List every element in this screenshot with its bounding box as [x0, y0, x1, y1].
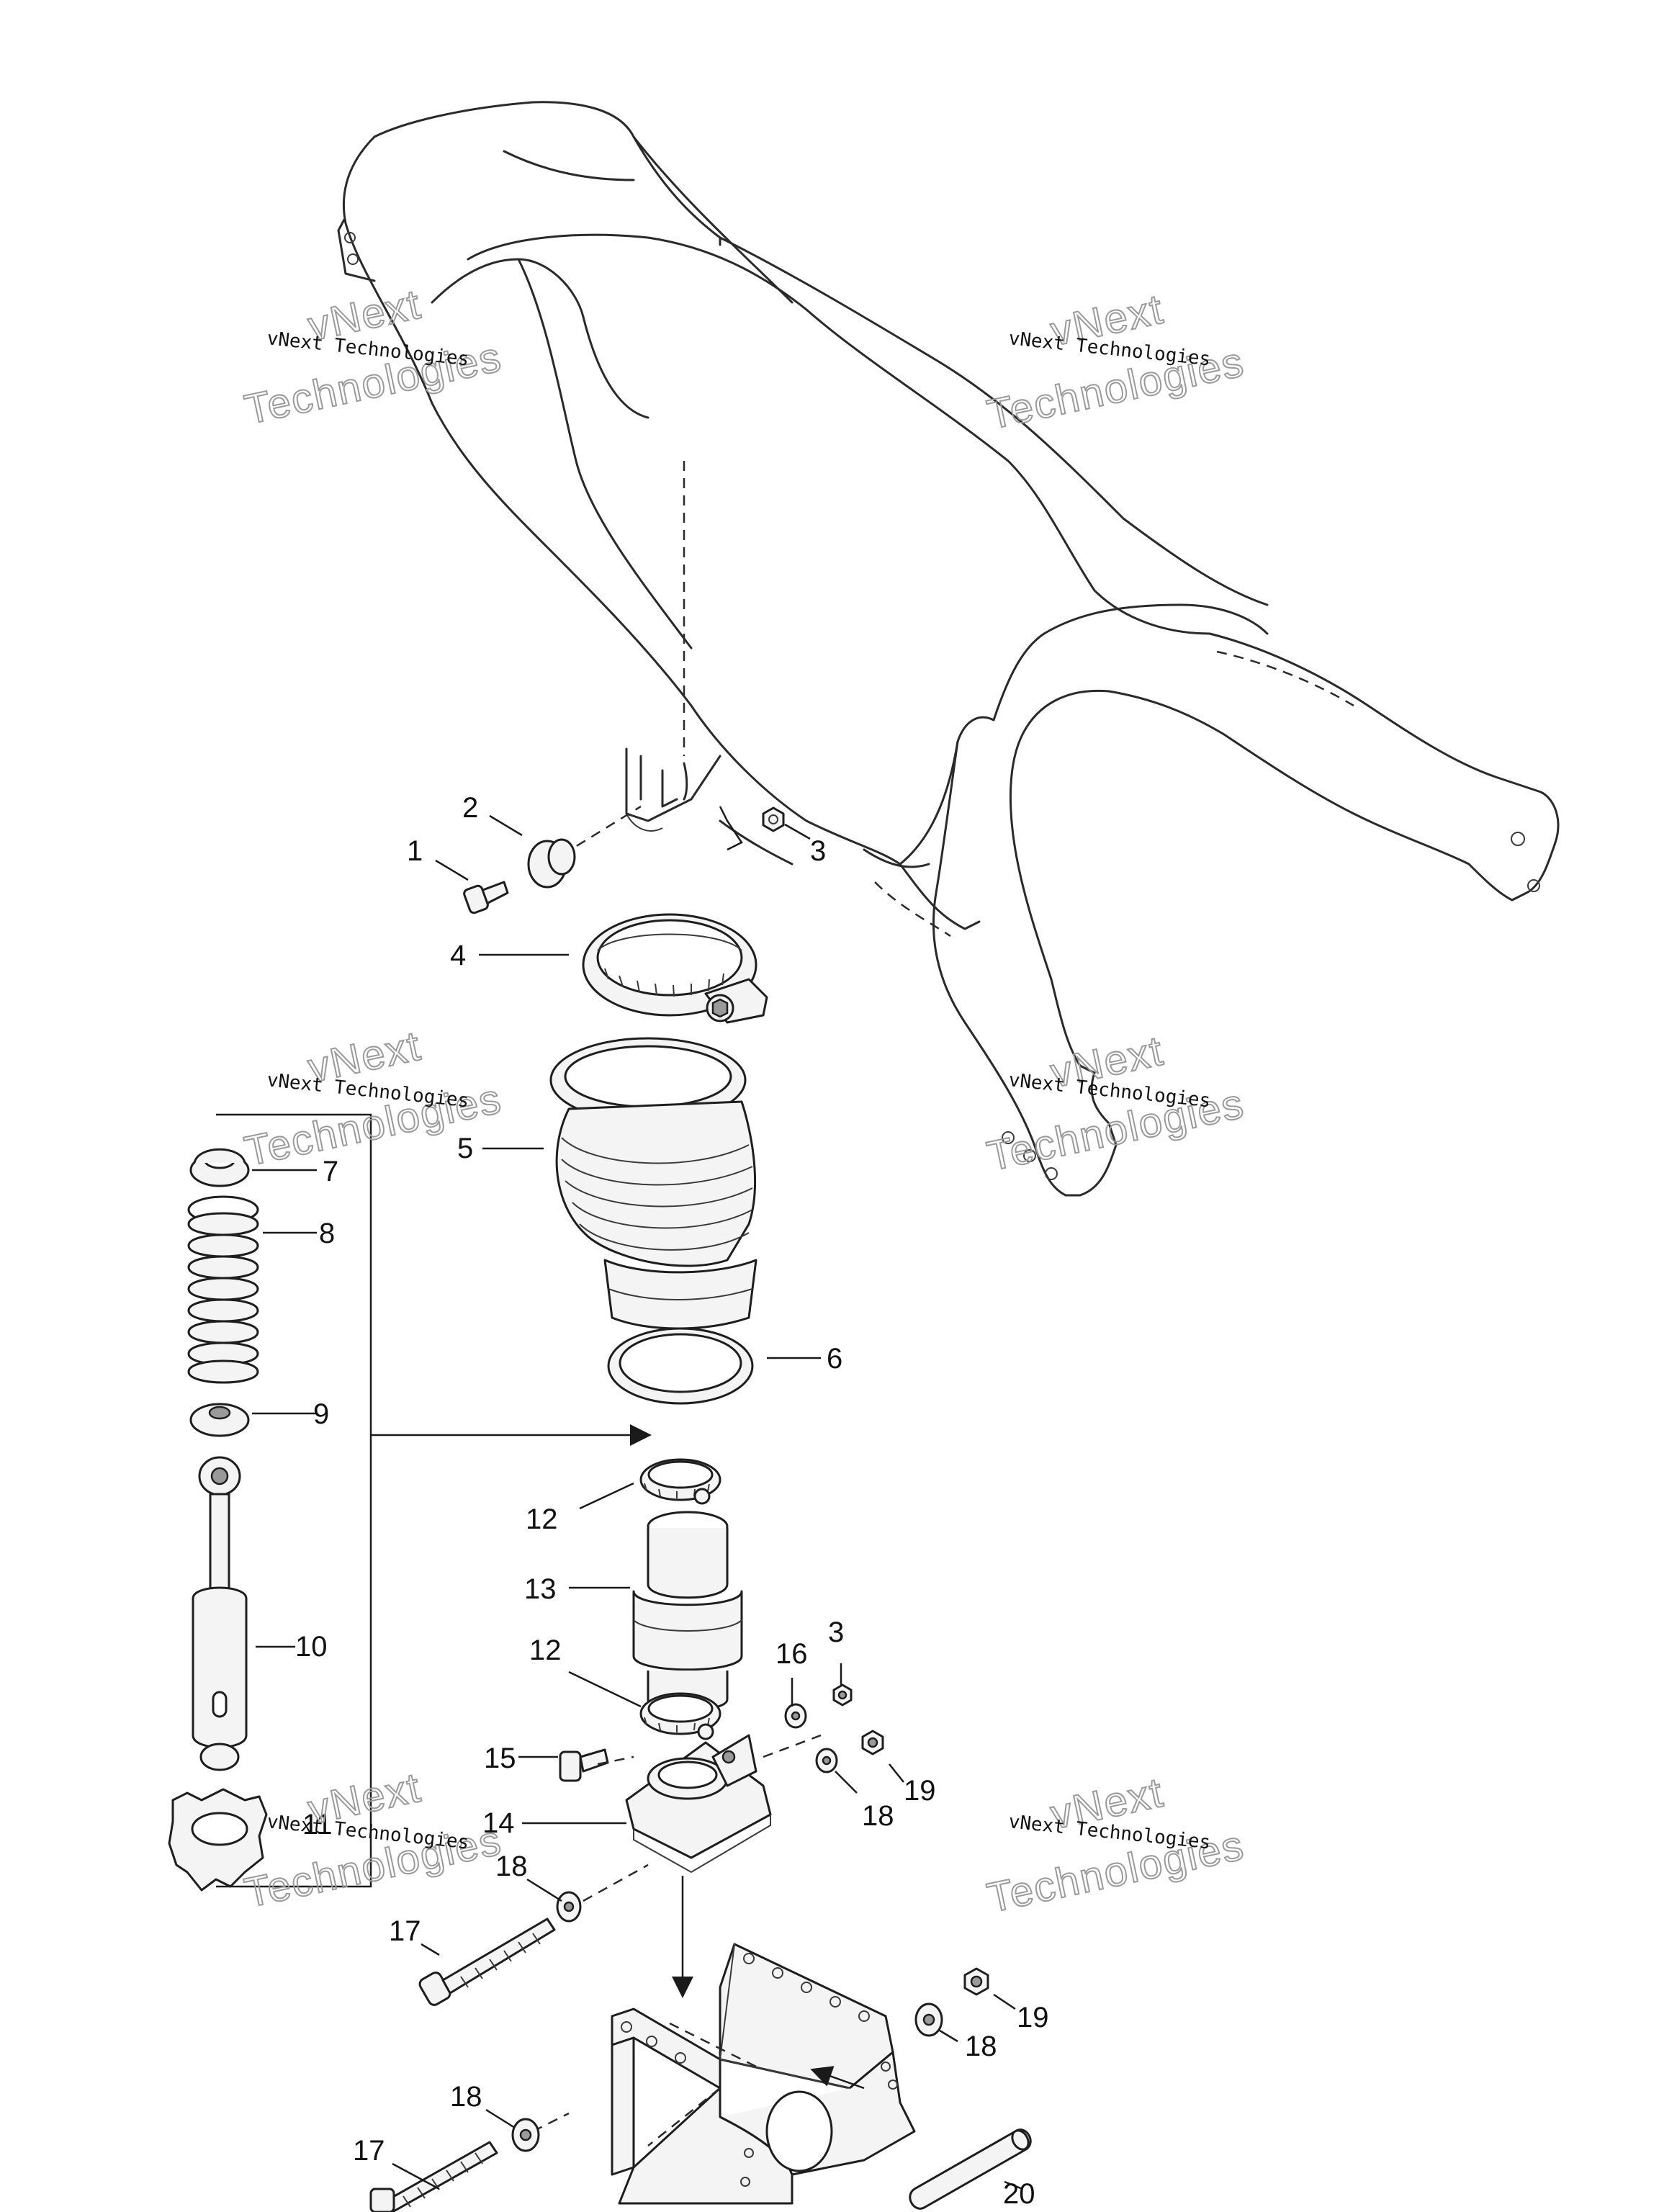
callout-19-right: 19	[1017, 2002, 1049, 2033]
spring-seat-9	[189, 1403, 250, 1437]
coupler-13	[632, 1511, 743, 1712]
callout-7: 7	[323, 1156, 338, 1187]
frame-assembly	[337, 101, 1560, 1197]
callout-14: 14	[482, 1807, 515, 1839]
callout-20: 20	[1003, 2178, 1035, 2210]
callout-19-mid: 19	[904, 1775, 936, 1807]
spring-seat-7	[189, 1148, 250, 1187]
mount-14	[625, 1734, 772, 1874]
washer-18-lower	[511, 2118, 540, 2152]
callout-18-lower: 18	[450, 2081, 482, 2113]
callout-5: 5	[457, 1133, 473, 1164]
nut-3-bottom	[832, 1683, 853, 1707]
callout-17-lower: 17	[353, 2135, 385, 2167]
callout-17-upper: 17	[389, 1915, 421, 1947]
callout-4: 4	[450, 940, 466, 971]
callout-2: 2	[462, 792, 478, 824]
nut-3-top	[762, 806, 785, 832]
washer-18-upper	[556, 1891, 582, 1923]
pin-20	[909, 2128, 1032, 2210]
nut-19-mid	[861, 1730, 884, 1755]
callout-9: 9	[313, 1398, 329, 1430]
callout-3-bottom: 3	[828, 1617, 844, 1648]
callout-6: 6	[827, 1343, 842, 1375]
bolt-15	[559, 1748, 609, 1782]
callout-1: 1	[407, 835, 423, 867]
bolt-17-lower	[369, 2141, 498, 2212]
callout-15: 15	[484, 1743, 516, 1774]
callout-12-top: 12	[526, 1503, 558, 1535]
callout-12-bottom: 12	[529, 1635, 562, 1666]
leader-lines	[252, 814, 1023, 2190]
callouts: 1 2 3 4 5 6 7 8 9 10 11 12 13 12 16 3 15…	[295, 792, 1049, 2210]
bolt-17-upper	[418, 1917, 556, 2006]
clamp-4	[582, 913, 768, 1024]
washer-16	[784, 1703, 807, 1729]
callout-13: 13	[524, 1573, 557, 1605]
callout-10: 10	[295, 1631, 328, 1663]
clamp-12-bottom	[639, 1692, 721, 1740]
shock-absorber-10	[192, 1456, 248, 1771]
washer-18-right	[914, 2002, 943, 2037]
callout-18-upper: 18	[495, 1851, 528, 1882]
adjuster-11	[168, 1788, 268, 1892]
callout-18-mid: 18	[862, 1800, 894, 1832]
bushing-2	[527, 838, 576, 889]
callout-16: 16	[775, 1638, 808, 1670]
bolt-1	[463, 881, 509, 914]
clamp-12-top	[639, 1458, 721, 1505]
callout-18-right: 18	[965, 2031, 997, 2062]
spring-8	[187, 1195, 259, 1384]
callout-8: 8	[319, 1218, 335, 1249]
callout-3-top: 3	[810, 835, 826, 867]
lower-bracket	[611, 1943, 916, 2205]
callout-11: 11	[302, 1809, 333, 1840]
nut-19-right	[963, 1967, 989, 1996]
bellows-5	[549, 1037, 757, 1330]
washer-18-mid	[815, 1748, 838, 1773]
ring-6	[607, 1327, 754, 1405]
